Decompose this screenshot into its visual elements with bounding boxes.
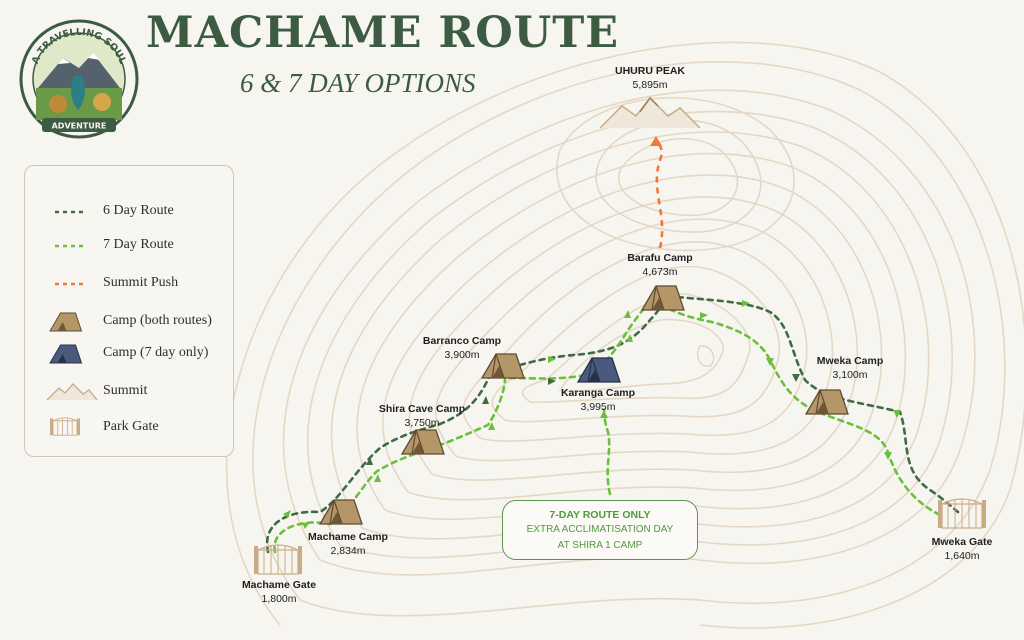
tan-tent-icon <box>49 312 83 332</box>
legend-item-camp-7-day: Camp (7 day only) <box>25 342 233 366</box>
logo-text-bottom: ADVENTURE <box>52 122 107 131</box>
legend-label: Camp (7 day only) <box>103 345 209 360</box>
legend-item-7-day: 7 Day Route <box>25 234 233 258</box>
place-karanga-camp: Karanga Camp 3,995m <box>561 386 635 414</box>
place-mweka-gate: Mweka Gate 1,640m <box>932 535 993 563</box>
place-name: Mweka Camp <box>816 355 884 367</box>
gate-icon <box>50 417 80 436</box>
place-uhuru-peak: UHURU PEAK 5,895m <box>615 64 685 92</box>
legend-item-6-day: 6 Day Route <box>25 200 233 224</box>
legend-label: Park Gate <box>103 419 159 434</box>
place-name: Barranco Camp <box>422 335 502 347</box>
place-elevation: 1,640m <box>944 550 980 562</box>
light-green-dashed-line-icon <box>55 244 85 248</box>
callout-line-1: EXTRA ACCLIMATISATION DAY <box>526 524 674 535</box>
place-elevation: 1,800m <box>261 593 297 605</box>
legend-label: Summit <box>103 383 148 398</box>
legend: 6 Day Route 7 Day Route Summit Push Camp… <box>24 165 234 457</box>
place-elevation: 3,750m <box>404 417 440 429</box>
mountain-icon <box>46 383 98 401</box>
summit-mountain-icon <box>599 96 701 129</box>
contour-lines <box>225 41 1024 629</box>
place-machame-camp: Machame Camp 2,834m <box>308 530 388 558</box>
callout-line-2: AT SHIRA 1 CAMP <box>557 540 643 551</box>
legend-label: 7 Day Route <box>103 237 174 252</box>
legend-item-park-gate: Park Gate <box>25 416 233 440</box>
seven-day-callout: 7-DAY ROUTE ONLY EXTRA ACCLIMATISATION D… <box>502 500 698 560</box>
brand-logo: A TRAVELLING SOUL ADVENTURE <box>19 19 139 139</box>
summit-push-route <box>650 136 664 249</box>
callout-title: 7-DAY ROUTE ONLY <box>549 509 651 521</box>
place-name: Mweka Gate <box>931 536 993 548</box>
place-name: Shira Cave Camp <box>378 403 466 415</box>
route-arrows <box>283 300 901 529</box>
legend-item-summit: Summit <box>25 380 233 404</box>
legend-item-camp-both: Camp (both routes) <box>25 310 233 334</box>
place-elevation: 3,995m <box>580 401 616 413</box>
place-name: Karanga Camp <box>560 387 636 399</box>
place-machame-gate: Machame Gate 1,800m <box>242 578 316 606</box>
place-shira-cave-camp: Shira Cave Camp 3,750m <box>379 402 465 430</box>
dark-green-dashed-line-icon <box>55 210 85 214</box>
place-name: Barafu Camp <box>627 252 693 264</box>
place-barranco-camp: Barranco Camp 3,900m <box>423 334 501 362</box>
legend-label: Camp (both routes) <box>103 313 212 328</box>
place-elevation: 5,895m <box>632 79 668 91</box>
place-barafu-camp: Barafu Camp 4,673m <box>627 251 692 279</box>
place-elevation: 2,834m <box>330 545 366 557</box>
legend-label: Summit Push <box>103 275 179 290</box>
page-title: MACHAME ROUTE <box>146 8 619 58</box>
page-subtitle: 6 & 7 DAY OPTIONS <box>240 68 476 98</box>
place-name: UHURU PEAK <box>614 65 686 77</box>
blue-tent-icon <box>49 344 83 364</box>
place-elevation: 3,100m <box>832 369 868 381</box>
place-elevation: 3,900m <box>444 349 480 361</box>
place-elevation: 4,673m <box>642 266 678 278</box>
place-mweka-camp: Mweka Camp 3,100m <box>817 354 884 382</box>
legend-label: 6 Day Route <box>103 203 174 218</box>
legend-item-summit-push: Summit Push <box>25 272 233 296</box>
place-name: Machame Camp <box>308 531 388 543</box>
place-name: Machame Gate <box>241 579 317 591</box>
orange-dashed-line-icon <box>55 282 85 286</box>
